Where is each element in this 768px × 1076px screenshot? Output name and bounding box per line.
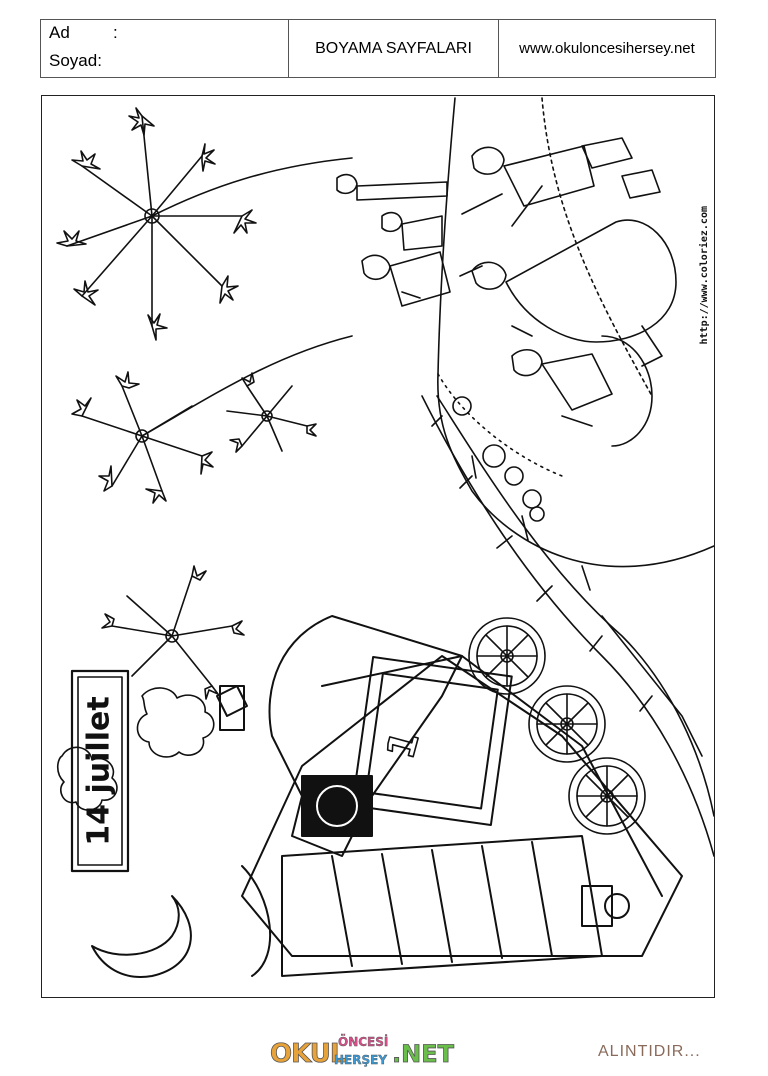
coloring-page-frame: 14 juillet 1	[41, 95, 715, 998]
website-cell: www.okuloncesihersey.net	[499, 20, 715, 77]
firework-small	[226, 372, 317, 453]
rail-track	[421, 395, 714, 857]
ad-colon: :	[113, 23, 118, 42]
website-text: www.okuloncesihersey.net	[519, 40, 695, 57]
juillet-sign: 14 juillet	[70, 669, 130, 873]
people-group	[336, 137, 677, 447]
logo-net: .NET	[392, 1040, 455, 1068]
coloring-illustration: 14 juillet 1	[56, 97, 714, 978]
moon	[91, 895, 192, 978]
okul-oncesi-hersey-logo: OKUL ÖNCESİ HERŞEY .NET	[270, 1034, 455, 1070]
sign-text: 14 juillet	[82, 696, 117, 845]
ad-label: Ad	[49, 23, 70, 42]
hillside	[437, 97, 714, 568]
page-title: BOYAMA SAYFALARI	[315, 39, 472, 57]
smoke-puffs	[56, 396, 545, 811]
train-wheels	[468, 617, 646, 835]
logo-oncesi: ÖNCESİ	[338, 1034, 388, 1049]
soyad-label: Soyad:	[49, 51, 102, 70]
logo-hersey: HERŞEY	[334, 1053, 387, 1067]
engine-number: 1	[378, 726, 427, 763]
firework-medium	[71, 335, 353, 504]
firework-large	[56, 107, 353, 341]
firework-lower	[101, 565, 245, 700]
watermark-text: http://www.coloriez.com	[698, 206, 710, 344]
source-note: ALINTIDIR...	[598, 1043, 701, 1060]
title-cell: BOYAMA SAYFALARI	[289, 20, 499, 77]
name-cell: Ad : Soyad:	[41, 20, 289, 77]
logo-okul: OKUL	[270, 1039, 346, 1069]
name-header-table: Ad : Soyad: BOYAMA SAYFALARI www.okulonc…	[40, 19, 716, 78]
train-locomotive: 1	[216, 615, 683, 977]
